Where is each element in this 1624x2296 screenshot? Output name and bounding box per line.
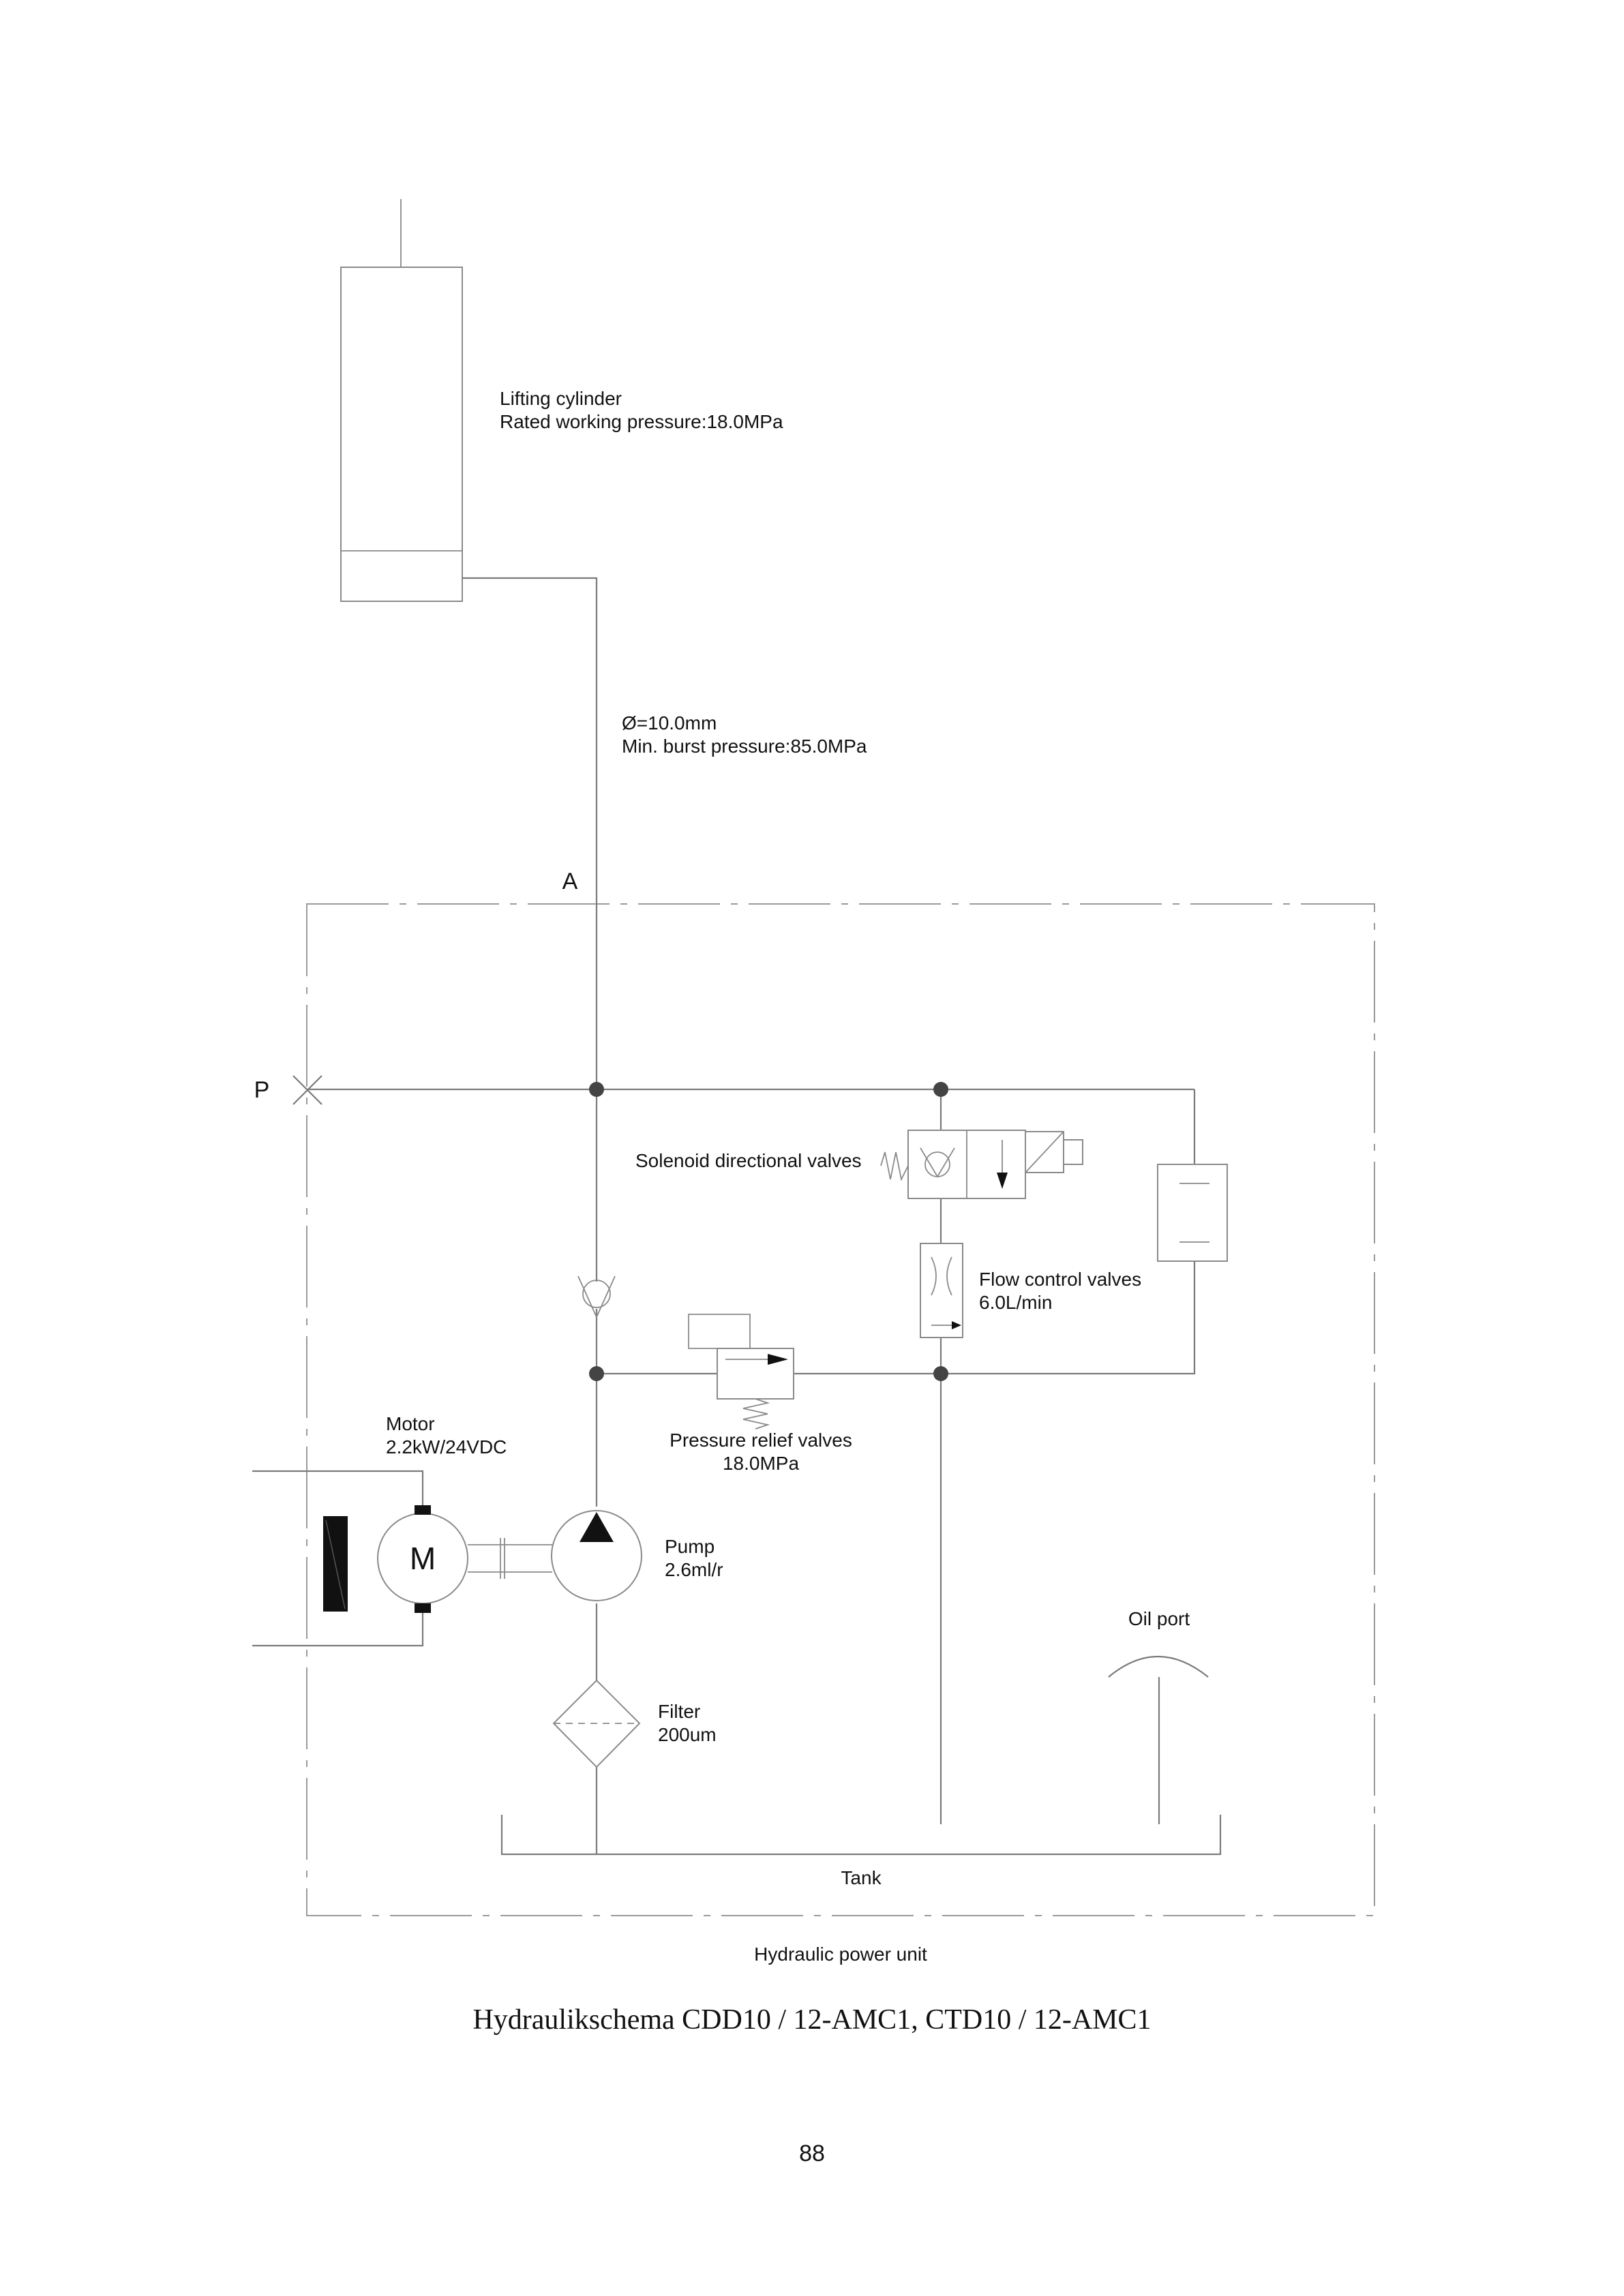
hose-diameter-label: Ø=10.0mm bbox=[622, 712, 717, 734]
tank-label: Tank bbox=[841, 1867, 882, 1888]
diagram-caption: Hydraulikschema CDD10 / 12-AMC1, CTD10 /… bbox=[472, 2004, 1151, 2036]
hose-burst-label: Min. burst pressure:85.0MPa bbox=[622, 736, 867, 757]
pump-symbol bbox=[551, 1510, 642, 1601]
oil-port-label: Oil port bbox=[1128, 1608, 1190, 1629]
p-line bbox=[292, 1075, 1194, 1105]
motor-label: Motor bbox=[386, 1413, 435, 1434]
oil-port-symbol bbox=[1108, 1655, 1209, 1824]
tank-symbol bbox=[500, 1815, 1222, 1856]
flow-control-spec: 6.0L/min bbox=[979, 1292, 1052, 1313]
filter-label: Filter bbox=[658, 1701, 700, 1722]
flow-control-valve-symbol bbox=[920, 1243, 963, 1338]
solenoid-valve-label: Solenoid directional valves bbox=[635, 1150, 862, 1171]
junction-dots bbox=[589, 1082, 948, 1381]
main-pipe bbox=[462, 577, 598, 1854]
check-valve-symbol bbox=[577, 1275, 616, 1319]
relief-valve-spec: 18.0MPa bbox=[723, 1453, 799, 1474]
page-number: 88 bbox=[799, 2141, 825, 2166]
relief-valve-symbol bbox=[688, 1314, 794, 1430]
port-p-label: P bbox=[254, 1077, 270, 1103]
port-a-label: A bbox=[562, 868, 578, 894]
coupling-symbol bbox=[468, 1538, 552, 1579]
power-unit-boundary bbox=[306, 903, 1375, 1916]
filter-spec: 200um bbox=[658, 1724, 717, 1745]
flow-control-label: Flow control valves bbox=[979, 1269, 1141, 1290]
solenoid-valve-symbol bbox=[880, 1130, 1083, 1199]
right-branch bbox=[941, 1089, 1228, 1375]
pump-label: Pump bbox=[665, 1536, 715, 1557]
lifting-cylinder bbox=[340, 199, 463, 602]
pump-spec: 2.6ml/r bbox=[665, 1559, 723, 1580]
relief-valve-label: Pressure relief valves bbox=[670, 1430, 852, 1451]
power-unit-label: Hydraulic power unit bbox=[754, 1944, 927, 1965]
filter-symbol bbox=[552, 1679, 641, 1768]
lifting-cylinder-label: Lifting cylinder bbox=[500, 388, 622, 409]
motor-symbol: M bbox=[252, 1470, 468, 1647]
motor-symbol-letter: M bbox=[410, 1541, 436, 1576]
lifting-cylinder-spec: Rated working pressure:18.0MPa bbox=[500, 411, 783, 432]
motor-spec: 2.2kW/24VDC bbox=[386, 1436, 507, 1457]
